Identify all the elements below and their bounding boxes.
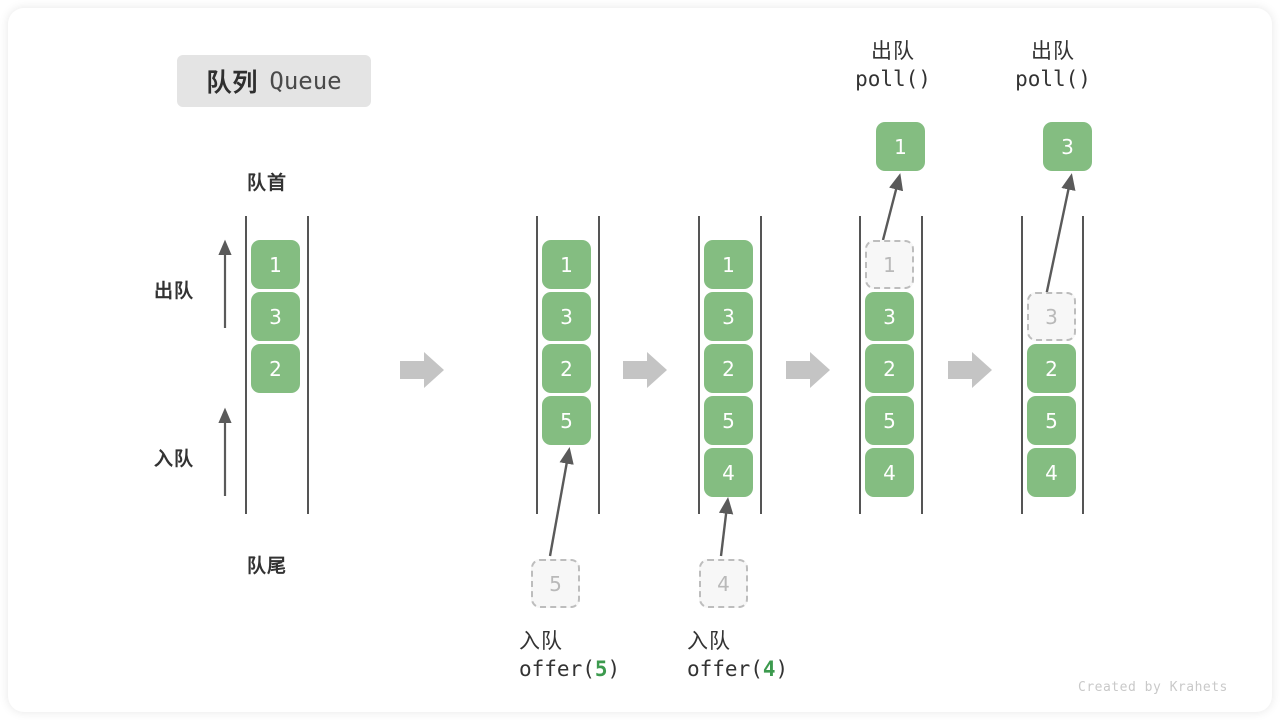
queue-rail-right-offer4 — [760, 216, 762, 514]
queue-item[interactable]: 5 — [1027, 396, 1076, 445]
dequeue-motion-arrow-3 — [1044, 173, 1076, 297]
queue-item[interactable]: 3 — [865, 292, 914, 341]
queue-stack-poll1: 1 3 2 5 4 — [865, 240, 914, 497]
step-arrow-icon — [623, 352, 667, 388]
queue-rail-right-poll3 — [1082, 216, 1084, 514]
caption-offer-4: 入队 offer(4) — [687, 628, 788, 683]
incoming-ghost-item-4[interactable]: 4 — [699, 559, 748, 608]
title-en: Queue — [269, 67, 342, 95]
caption-cn: 出队 — [1031, 40, 1075, 63]
caption-code-fn: offer( — [687, 656, 763, 681]
caption-code: offer(5) — [519, 656, 620, 684]
title-badge: 队列 Queue — [177, 55, 371, 107]
queue-item[interactable]: 1 — [704, 240, 753, 289]
caption-code-arg: 5 — [594, 656, 608, 681]
queue-item[interactable]: 2 — [704, 344, 753, 393]
queue-rail-right-initial — [307, 216, 309, 514]
queue-item-ghost[interactable]: 3 — [1027, 292, 1076, 341]
queue-item[interactable]: 2 — [251, 344, 300, 393]
queue-stack-offer4: 1 3 2 5 4 — [704, 240, 753, 497]
step-arrow-icon — [786, 352, 830, 388]
queue-rail-right-poll1 — [921, 216, 923, 514]
caption-code-arg: 4 — [762, 656, 776, 681]
queue-rail-left-initial — [245, 216, 247, 514]
queue-stack-initial: 1 3 2 — [251, 240, 300, 393]
enqueue-direction-arrow — [218, 407, 232, 496]
enqueue-motion-arrow-5 — [548, 447, 574, 557]
caption-cn: 出队 — [871, 40, 915, 63]
label-enqueue: 入队 — [154, 449, 195, 470]
caption-code-close: ) — [775, 656, 789, 681]
step-arrow-icon — [400, 352, 444, 388]
caption-code: poll() — [1015, 66, 1091, 91]
label-dequeue: 出队 — [154, 281, 195, 302]
caption-cn: 入队 — [519, 630, 563, 653]
credit-text: Created by Krahets — [1078, 680, 1228, 695]
caption-code: offer(4) — [687, 656, 788, 684]
caption-offer-5: 入队 offer(5) — [519, 628, 620, 683]
incoming-ghost-item-5[interactable]: 5 — [531, 559, 580, 608]
queue-item[interactable]: 1 — [251, 240, 300, 289]
title-cn: 队列 — [206, 69, 259, 97]
caption-code: poll() — [855, 66, 931, 91]
popped-item-1[interactable]: 1 — [876, 122, 925, 171]
queue-item[interactable]: 4 — [704, 448, 753, 497]
label-queue-tail: 队尾 — [247, 556, 288, 577]
caption-code-close: ) — [607, 656, 621, 681]
caption-poll-1: 出队 poll() — [848, 38, 938, 93]
queue-item-ghost[interactable]: 1 — [865, 240, 914, 289]
queue-rail-right-offer5 — [598, 216, 600, 514]
step-arrow-icon — [948, 352, 992, 388]
diagram-card: 队列 Queue 队首 队尾 出队 入队 1 3 2 1 3 2 5 5 — [8, 8, 1272, 712]
caption-code-fn: offer( — [519, 656, 595, 681]
caption-poll-3: 出队 poll() — [1008, 38, 1098, 93]
queue-item[interactable]: 4 — [865, 448, 914, 497]
queue-item[interactable]: 2 — [865, 344, 914, 393]
popped-item-3[interactable]: 3 — [1043, 122, 1092, 171]
queue-item[interactable]: 3 — [542, 292, 591, 341]
queue-item[interactable]: 3 — [251, 292, 300, 341]
queue-stack-offer5: 1 3 2 5 — [542, 240, 591, 445]
queue-item[interactable]: 5 — [704, 396, 753, 445]
queue-rail-left-poll1 — [859, 216, 861, 514]
queue-stack-poll3: 3 2 5 4 — [1027, 292, 1076, 497]
dequeue-direction-arrow — [218, 239, 232, 328]
dequeue-motion-arrow-1 — [881, 173, 904, 241]
label-queue-head: 队首 — [247, 173, 288, 194]
queue-rail-left-offer5 — [536, 216, 538, 514]
queue-item[interactable]: 4 — [1027, 448, 1076, 497]
queue-item[interactable]: 5 — [865, 396, 914, 445]
queue-item[interactable]: 5 — [542, 396, 591, 445]
queue-item[interactable]: 1 — [542, 240, 591, 289]
queue-rail-left-poll3 — [1021, 216, 1023, 514]
queue-item[interactable]: 2 — [1027, 344, 1076, 393]
caption-cn: 入队 — [687, 630, 731, 653]
queue-item[interactable]: 2 — [542, 344, 591, 393]
queue-rail-left-offer4 — [698, 216, 700, 514]
queue-item[interactable]: 3 — [704, 292, 753, 341]
enqueue-motion-arrow-4 — [718, 496, 734, 557]
